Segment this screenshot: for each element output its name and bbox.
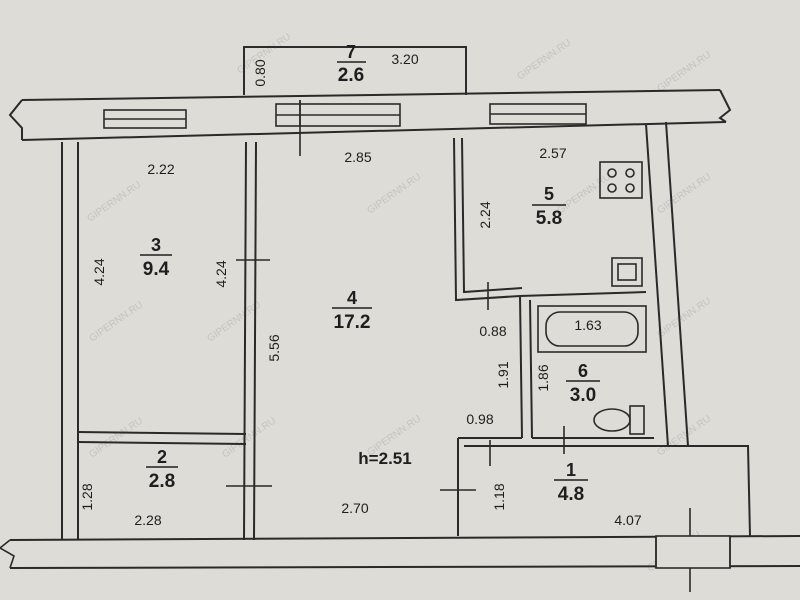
bathtub-icon — [537, 305, 647, 353]
toilet-bowl — [593, 408, 631, 432]
dimension-room3-width: 2.22 — [147, 161, 174, 177]
kitchen-bottom-wall — [519, 291, 647, 297]
sink-icon — [611, 257, 643, 287]
dimension-room4-length: 5.56 — [266, 334, 282, 361]
dimension-labels: 3.20 2.22 2.85 2.57 0.88 1.63 0.98 2.28 … — [134, 51, 641, 528]
stove-burner — [625, 168, 635, 178]
kitchen-left-wall-inner — [461, 137, 523, 294]
top-wall-break — [718, 89, 732, 123]
room-number-6: 6 — [578, 361, 588, 381]
stove-burner — [607, 168, 617, 178]
bathroom-left-wall-inner — [529, 299, 533, 439]
stove-burner — [607, 183, 617, 193]
room-number-4: 4 — [347, 288, 357, 308]
sink-body — [611, 257, 643, 287]
room-number-2: 2 — [157, 447, 167, 467]
windows — [103, 100, 587, 129]
dimension-kitchen-width: 2.57 — [539, 145, 566, 161]
dimension-balcony-depth: 0.80 — [252, 59, 268, 86]
dimension-room3-left-length: 4.24 — [91, 258, 107, 285]
room-labels: 7 2.6 3 9.4 4 17.2 5 5.8 6 3.0 2 2.8 1 4… — [143, 42, 596, 505]
entrance-gap — [655, 535, 731, 569]
top-wall-outer — [21, 89, 721, 101]
dimension-bath-length: 1.63 — [574, 317, 601, 333]
partition-room3-room4 — [243, 141, 247, 541]
dimension-room4-top-width: 2.85 — [344, 149, 371, 165]
room-number-7: 7 — [346, 42, 356, 62]
dimension-hall-depth: 1.18 — [491, 483, 507, 510]
fraction-lines — [140, 61, 600, 481]
partitions — [77, 137, 654, 541]
room-area-4: 17.2 — [334, 312, 371, 333]
partition-room3-room2 — [77, 431, 247, 435]
room-area-7: 2.6 — [338, 65, 364, 86]
room-area-6: 3.0 — [570, 385, 596, 406]
entrance — [0, 535, 731, 569]
room-area-1: 4.8 — [558, 484, 584, 505]
dimension-room4-left-length: 4.24 — [213, 260, 229, 287]
hall-outer-wall — [464, 445, 751, 537]
partition-room3-room4-inner — [253, 141, 257, 541]
room-number-5: 5 — [544, 184, 554, 204]
dimension-bath-height: 1.86 — [535, 364, 551, 391]
room-number-1: 1 — [566, 460, 576, 480]
room-area-3: 9.4 — [143, 259, 170, 280]
room-area-5: 5.8 — [536, 208, 562, 229]
bathroom-left-wall — [519, 295, 523, 439]
kitchen-left-wall — [453, 137, 521, 302]
bottom-wall-break — [0, 539, 15, 569]
stove-icon — [599, 161, 643, 199]
dimension-room2-depth: 1.28 — [79, 483, 95, 510]
top-wall-inner — [21, 121, 727, 141]
right-wall-outer — [665, 121, 689, 447]
ceiling-height-label: h=2.51 — [358, 449, 411, 468]
right-wall-inner — [645, 123, 669, 447]
dimension-hall-length: 4.07 — [614, 512, 641, 528]
dimension-corridor-length: 1.91 — [495, 361, 511, 388]
room-area-2: 2.8 — [149, 471, 175, 492]
bathtub-basin — [545, 311, 639, 347]
stove-burner — [625, 183, 635, 193]
bathtub-body — [537, 305, 647, 353]
sink-basin — [617, 263, 637, 281]
dimension-room4-bottom-width: 2.70 — [341, 500, 368, 516]
vertical-dimension-labels: 0.80 4.24 4.24 5.56 2.24 1.91 1.86 1.18 … — [79, 59, 551, 510]
balcony-outline — [243, 46, 467, 95]
top-wall-break-left — [8, 99, 23, 140]
dimension-corridor-width: 0.88 — [479, 323, 506, 339]
partition-room3-room2-inner — [77, 441, 247, 445]
dimension-room2-width: 2.28 — [134, 512, 161, 528]
stove-body — [599, 161, 643, 199]
balcony — [243, 46, 467, 95]
dimension-kitchen-length: 2.24 — [477, 201, 493, 228]
dimension-hall-passage: 0.98 — [466, 411, 493, 427]
room-number-3: 3 — [151, 235, 161, 255]
toilet-icon — [593, 405, 645, 435]
dimension-balcony-width: 3.20 — [391, 51, 418, 67]
